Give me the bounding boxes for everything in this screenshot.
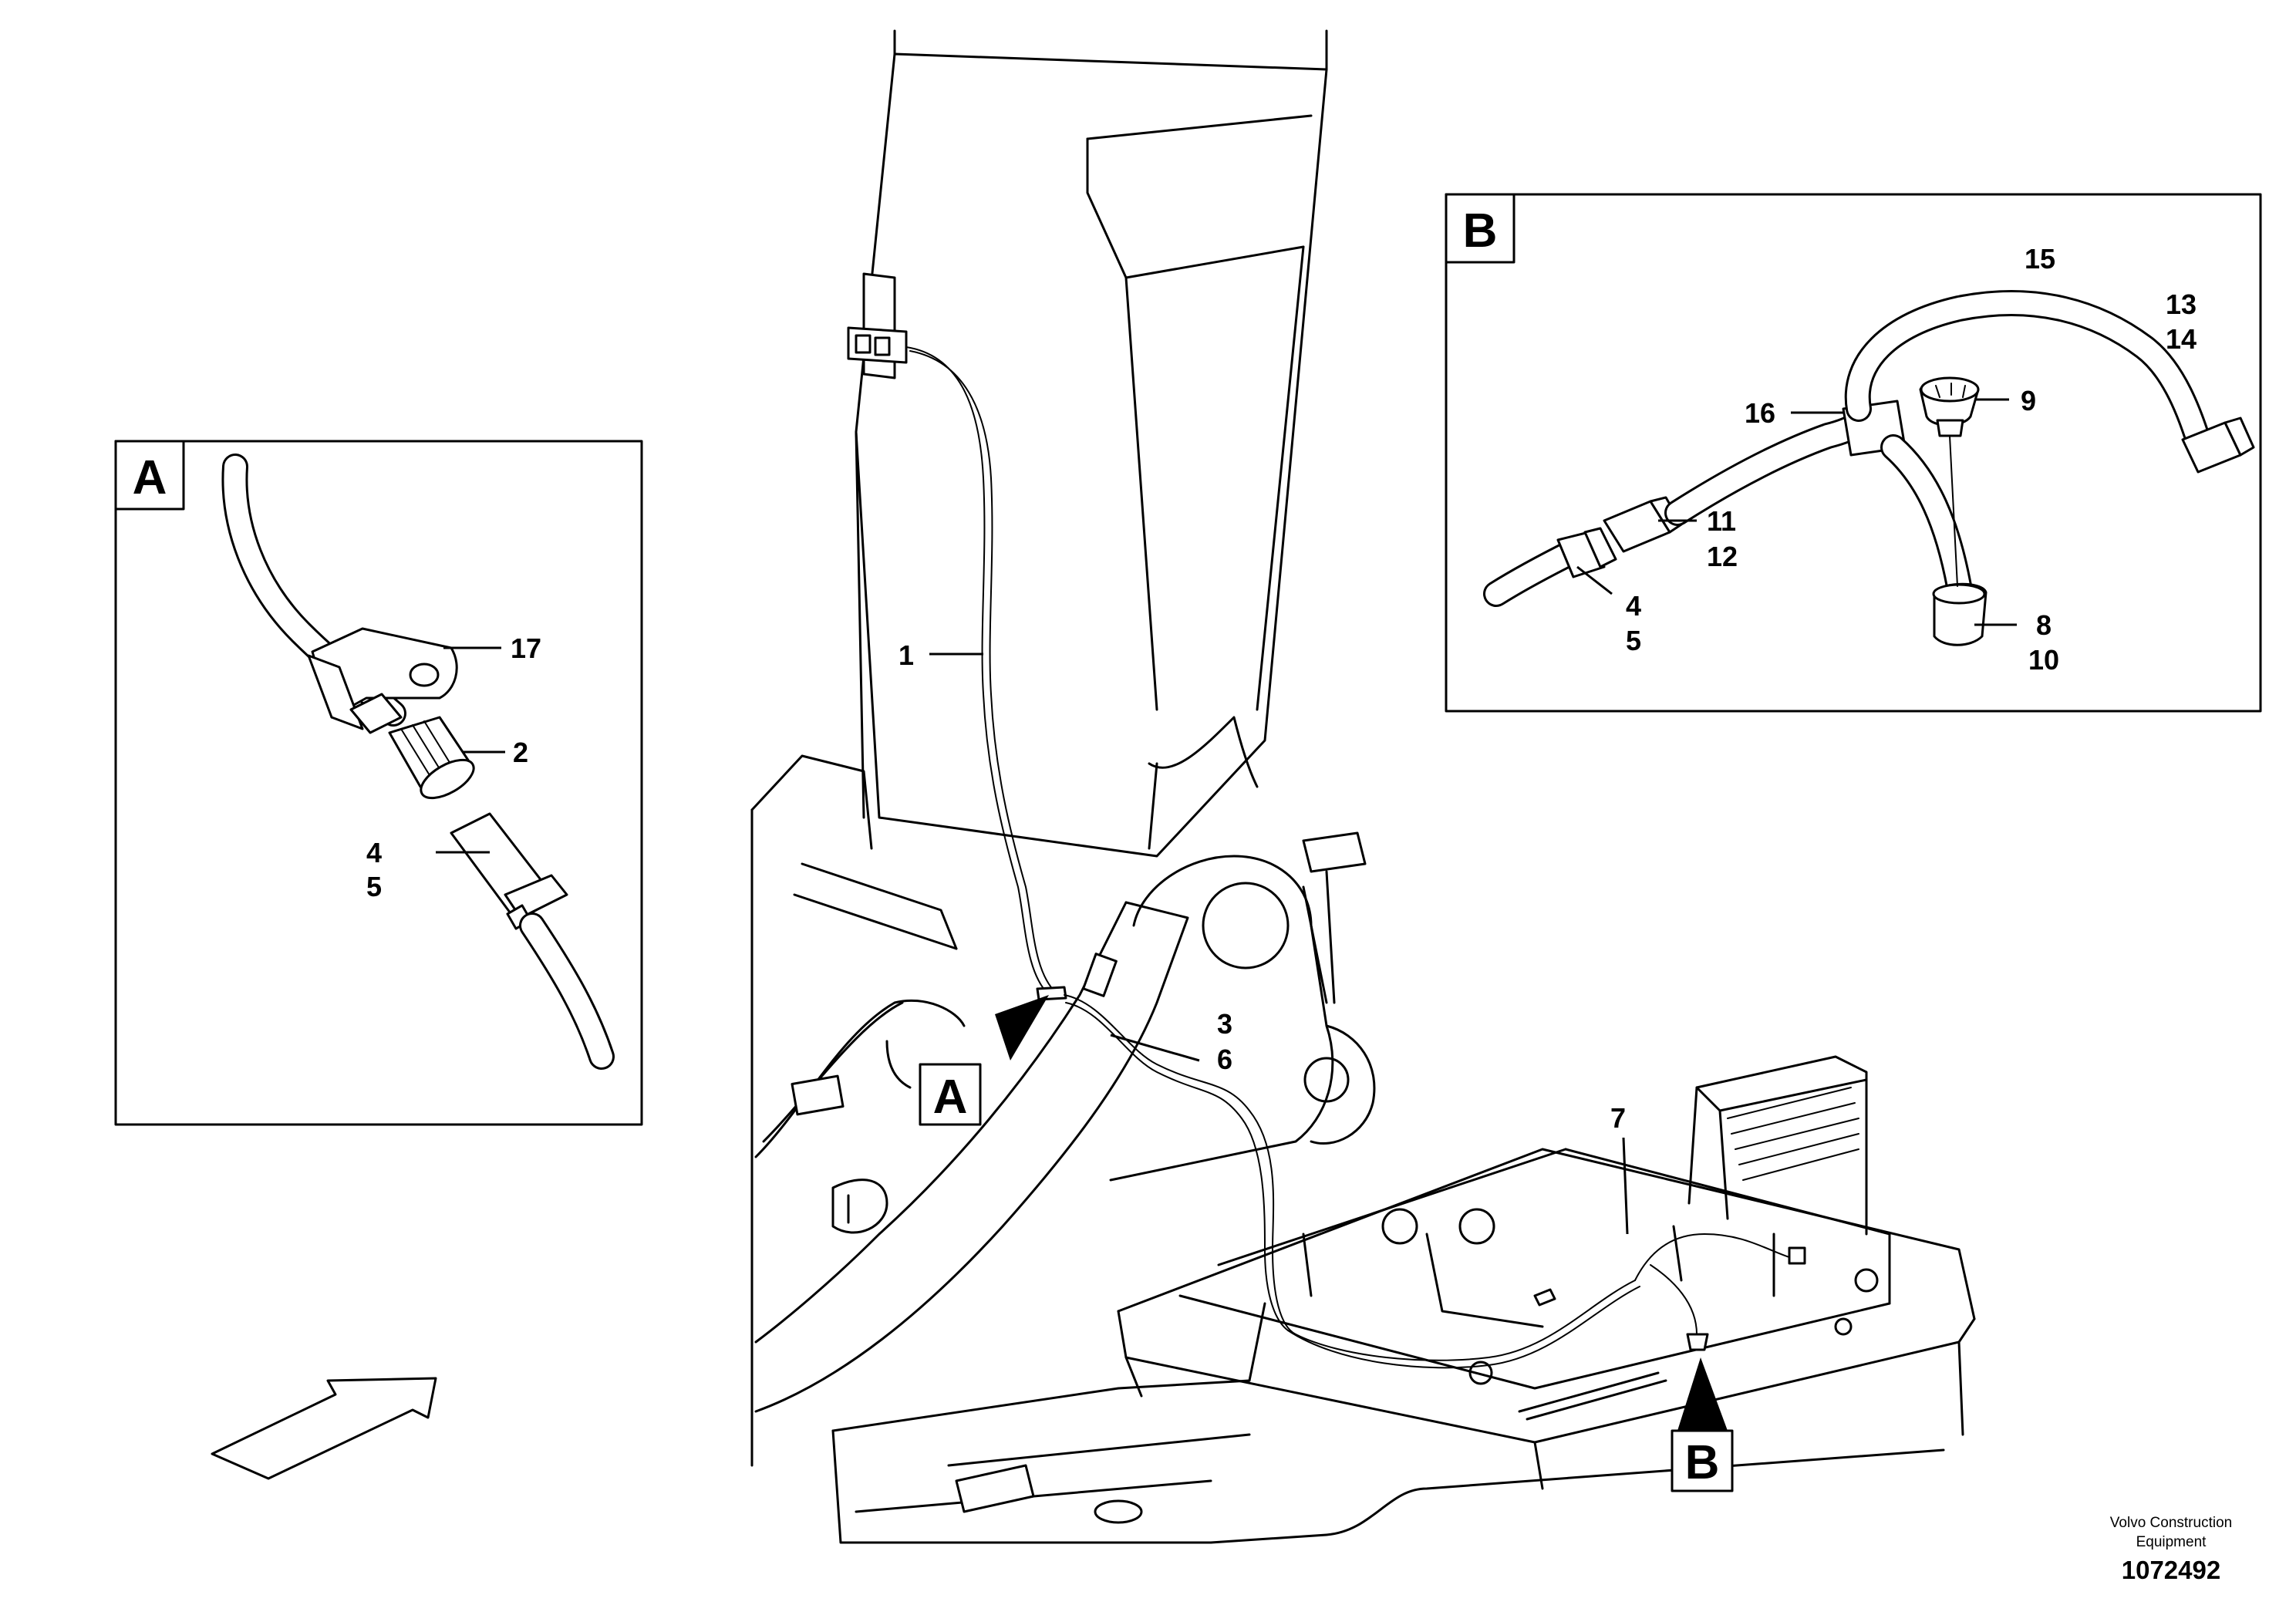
callout-3: 3 xyxy=(1217,1008,1232,1040)
marker-b-label: B xyxy=(1685,1436,1720,1489)
figure-footer: Volvo Construction Equipment 1072492 xyxy=(2110,1515,2232,1584)
callout-1: 1 xyxy=(899,639,914,671)
figure-number: 1072492 xyxy=(2122,1556,2220,1584)
callout-9: 9 xyxy=(2021,385,2036,416)
marker-a: A xyxy=(919,995,1049,1126)
callout-14: 14 xyxy=(2166,323,2197,355)
detail-b-panel: B xyxy=(1445,193,2262,713)
direction-arrow xyxy=(211,1377,437,1480)
callout-17: 17 xyxy=(511,632,541,664)
callout-12: 12 xyxy=(1707,541,1738,572)
callout-15: 15 xyxy=(2025,243,2055,275)
marker-a-label: A xyxy=(933,1071,968,1124)
callout-5: 5 xyxy=(366,871,382,902)
callout-8: 8 xyxy=(2036,609,2052,641)
callout-11: 11 xyxy=(1707,505,1736,537)
callout-5b: 5 xyxy=(1626,625,1641,656)
callout-16: 16 xyxy=(1745,397,1775,429)
callout-6: 6 xyxy=(1217,1044,1232,1075)
detail-a-label: A xyxy=(133,451,167,504)
detail-a-panel: A xyxy=(114,440,643,1126)
callout-4b: 4 xyxy=(1626,590,1641,622)
machine-frame-illustration xyxy=(750,29,1976,1544)
company-name-line1: Volvo Construction xyxy=(2110,1515,2232,1531)
callout-10: 10 xyxy=(2028,644,2059,676)
callout-7: 7 xyxy=(1610,1102,1626,1134)
marker-b: B xyxy=(1671,1357,1734,1492)
company-name-line2: Equipment xyxy=(2136,1534,2207,1550)
callout-13: 13 xyxy=(2166,288,2197,320)
detail-b-label: B xyxy=(1463,204,1498,258)
callout-labels: 1 2 3 4 4 5 5 6 7 8 9 10 11 12 13 14 15 … xyxy=(366,243,2197,1134)
callout-2: 2 xyxy=(513,737,528,768)
callout-4: 4 xyxy=(366,837,382,868)
